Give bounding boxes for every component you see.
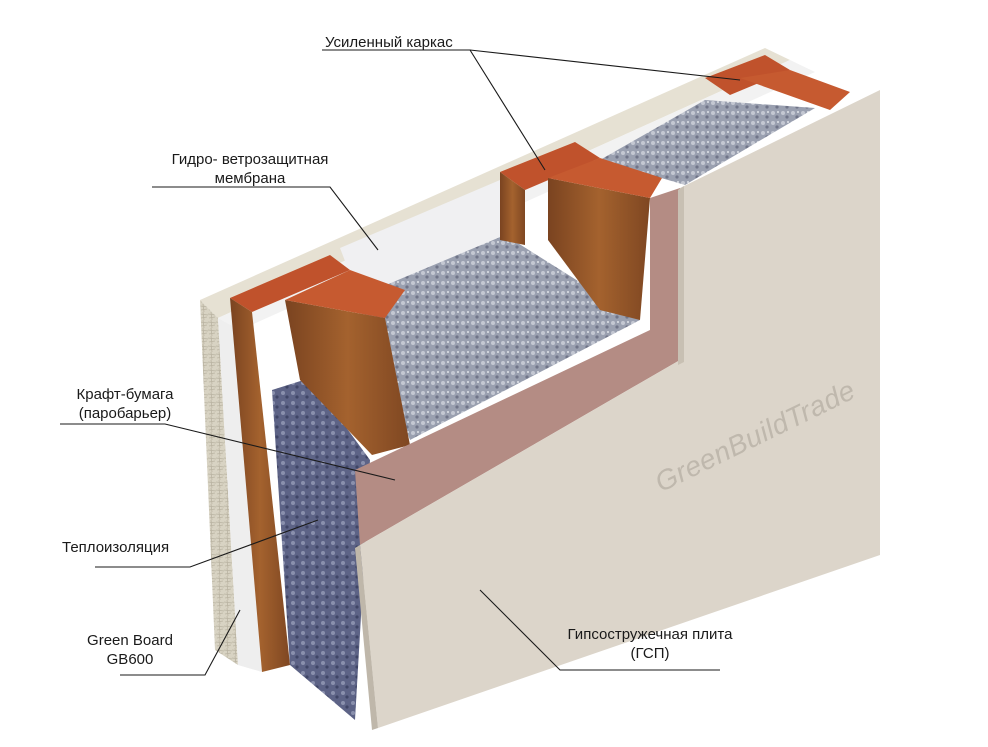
leader-greenboard <box>120 609 241 676</box>
label-membrane-line1: Гидро- ветрозащитная <box>171 151 329 168</box>
leader-membrane <box>152 186 379 251</box>
label-greenboard-line2: GB600 <box>106 651 154 668</box>
gypsum-board <box>355 90 880 730</box>
wood-frame <box>230 55 850 672</box>
label-membrane-line2: мембрана <box>214 170 286 187</box>
leader-frame-2 <box>469 49 741 81</box>
insulation-left <box>272 378 370 720</box>
label-insulation: Теплоизоляция <box>62 539 170 556</box>
insulation-top <box>355 100 815 440</box>
label-gypsum-line2: (ГСП) <box>630 645 670 662</box>
label-kraft: Крафт-бумага (паробарьер) <box>60 385 190 423</box>
leader-gypsum <box>479 589 720 671</box>
label-kraft-line1: Крафт-бумага <box>76 386 174 403</box>
label-membrane: Гидро- ветрозащитная мембрана <box>150 150 350 188</box>
leader-insulation <box>95 519 319 568</box>
label-gypsum: Гипсостружечная плита (ГСП) <box>540 625 760 663</box>
leader-lines <box>60 49 741 676</box>
leader-kraft <box>60 423 396 481</box>
kraft-layer <box>355 188 680 545</box>
leader-frame <box>322 49 546 171</box>
label-frame: Усиленный каркас <box>325 34 453 51</box>
label-greenboard-line1: Green Board <box>87 632 173 649</box>
label-kraft-line2: (паробарьер) <box>78 405 172 422</box>
label-greenboard: Green Board GB600 <box>70 631 190 669</box>
label-gypsum-line1: Гипсостружечная плита <box>567 626 733 643</box>
